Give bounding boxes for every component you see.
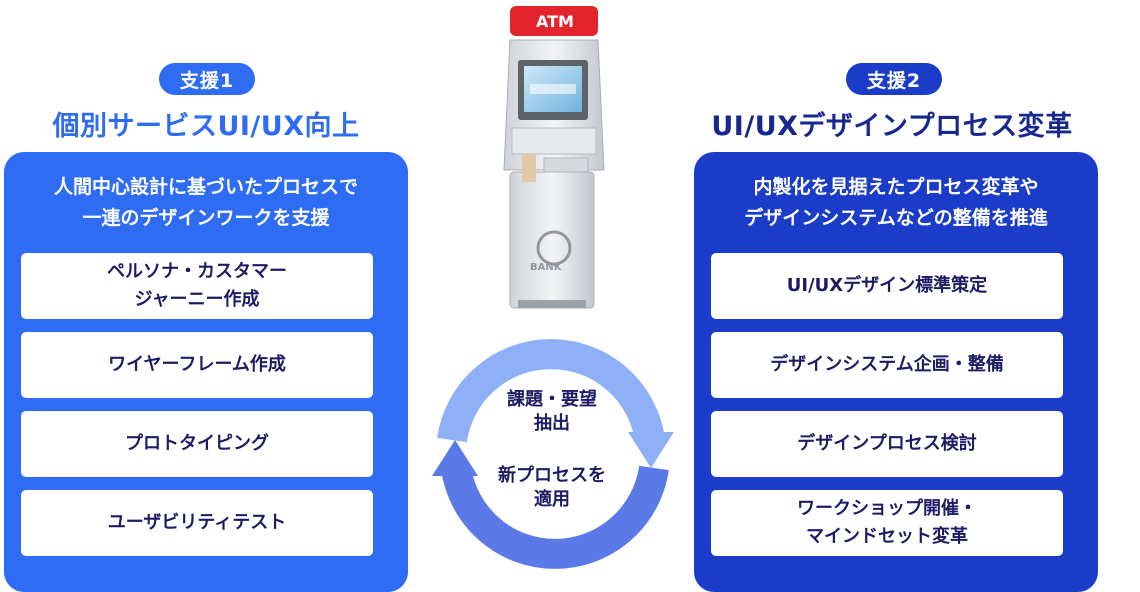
right-heading: UI/UXデザインプロセス変革	[711, 111, 1073, 142]
left-item-usability-test: ユーザビリティテスト	[21, 490, 373, 556]
atm-brand: BANK	[530, 262, 563, 273]
right-item-design-system: デザインシステム企画・整備	[711, 332, 1063, 398]
cycle-label-top: 課題・要望 抽出	[507, 389, 597, 434]
right-item-workshop: ワークショップ開催・ マインドセット変革	[711, 490, 1063, 556]
left-item-persona: ペルソナ・カスタマー ジャーニー作成	[21, 253, 373, 319]
right-item-uiux-standard: UI/UXデザイン標準策定	[711, 253, 1063, 319]
cycle-arrowhead-top	[628, 432, 674, 468]
left-badge: 支援1	[159, 63, 255, 95]
left-panel-description: 人間中心設計に基づいたプロセスで 一連のデザインワークを支援	[53, 176, 358, 229]
cycle-arrowhead-bottom	[432, 440, 478, 476]
left-item-prototyping: プロトタイピング	[21, 411, 373, 477]
right-item-design-process: デザインプロセス検討	[711, 411, 1063, 477]
left-item-wireframe: ワイヤーフレーム作成	[21, 332, 373, 398]
right-panel-description: 内製化を見据えたプロセス変革や デザインシステムなどの整備を推進	[744, 176, 1048, 229]
bank-logo	[536, 230, 572, 266]
cycle-diagram	[432, 339, 674, 569]
atm-sign	[510, 6, 598, 36]
atm-sign-label: ATM	[536, 12, 574, 31]
cycle-arrow-bottom	[441, 465, 669, 569]
left-panel: 人間中心設計に基づいたプロセスで 一連のデザインワークを支援 ペルソナ・カスタマ…	[4, 152, 408, 592]
right-panel: 内製化を見据えたプロセス変革や デザインシステムなどの整備を推進 UI/UXデザ…	[694, 152, 1098, 592]
cycle-label-bottom: 新プロセスを 適用	[498, 465, 606, 510]
atm-pedestal	[509, 171, 595, 309]
atm-illustration: ATM BANK	[503, 6, 605, 309]
left-heading: 個別サービスUI/UX向上	[52, 111, 360, 142]
cycle-arrow-top	[437, 339, 665, 443]
right-badge: 支援2	[846, 63, 942, 95]
